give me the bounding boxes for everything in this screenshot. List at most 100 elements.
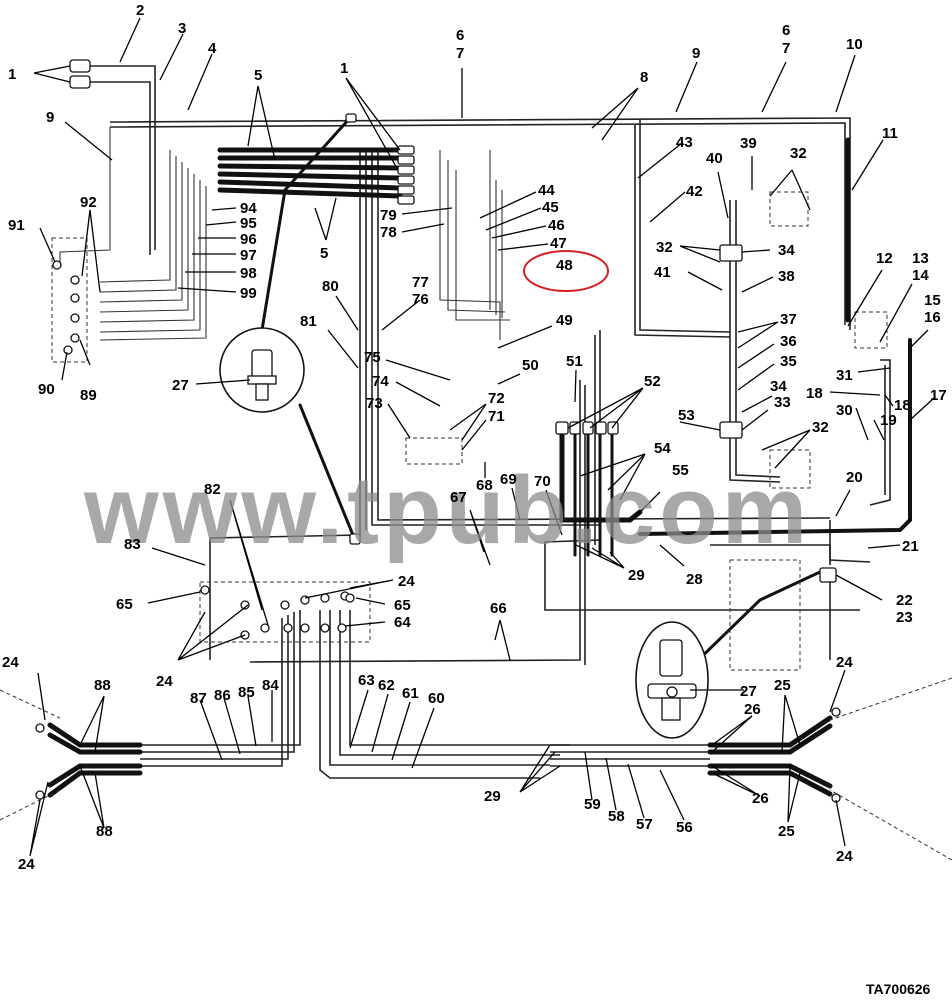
callout-label: 30: [836, 402, 853, 419]
callout-label: 57: [636, 816, 653, 833]
callout-label: 97: [240, 247, 257, 264]
callout-label: 32: [656, 239, 673, 256]
callout-label: 29: [484, 788, 501, 805]
callout-label: 53: [678, 407, 695, 424]
callout-labels: 1 2 3 4 5 9 6 7 8 9 6 7 10 11 91 92 94 9…: [2, 2, 947, 873]
callout-label: 75: [364, 349, 381, 366]
callout-label: 37: [780, 311, 797, 328]
callout-label: 44: [538, 182, 555, 199]
callout-label: 86: [214, 687, 231, 704]
callout-label: 32: [790, 145, 807, 162]
watermark: www.tpub.com: [83, 457, 811, 564]
callout-label: 27: [740, 683, 757, 700]
callout-label: 55: [672, 462, 689, 479]
callout-label: 32: [812, 419, 829, 436]
callout-label: 36: [780, 333, 797, 350]
callout-label: 7: [782, 40, 790, 57]
callout-label: 9: [692, 45, 700, 62]
callout-label: 90: [38, 381, 55, 398]
callout-label: 28: [686, 571, 703, 588]
highlight-circle: [523, 250, 609, 292]
callout-label: 96: [240, 231, 257, 248]
callout-label: 59: [584, 796, 601, 813]
callout-label: 62: [378, 677, 395, 694]
callout-label: 4: [208, 40, 217, 57]
callout-label: 31: [836, 367, 853, 384]
hydraulic-hoses: [47, 116, 912, 798]
callout-label: 24: [398, 573, 415, 590]
inset-detail-upper: [219, 327, 305, 413]
callout-label: 63: [358, 672, 375, 689]
callout-label: 38: [778, 268, 795, 285]
callout-label: 16: [924, 309, 941, 326]
callout-label: 20: [846, 469, 863, 486]
callout-label: 39: [740, 135, 757, 152]
callout-label: 98: [240, 265, 257, 282]
callout-label: 7: [456, 45, 464, 62]
callout-label: 84: [262, 677, 279, 694]
callout-label: 51: [566, 353, 583, 370]
callout-label: 8: [640, 69, 648, 86]
callout-label: 5: [320, 245, 328, 262]
callout-label: 66: [490, 600, 507, 617]
callout-label: 24: [2, 654, 19, 671]
callout-label: 24: [156, 673, 173, 690]
callout-label: 6: [456, 27, 464, 44]
callout-label: 65: [394, 597, 411, 614]
callout-label: 24: [836, 848, 853, 865]
callout-label: 52: [644, 373, 661, 390]
callout-label: 34: [778, 242, 795, 259]
callout-label: 70: [534, 473, 551, 490]
callout-label: 92: [80, 194, 97, 211]
callout-label: 99: [240, 285, 257, 302]
callout-label: 15: [924, 292, 941, 309]
callout-label: 6: [782, 22, 790, 39]
callout-label: 21: [902, 538, 919, 555]
callout-label: 25: [774, 677, 791, 694]
callout-label: 1: [340, 60, 348, 77]
callout-label: 1: [8, 66, 16, 83]
callout-label: 71: [488, 408, 505, 425]
callout-label: 3: [178, 20, 186, 37]
callout-label: 2: [136, 2, 144, 19]
callout-label: 88: [94, 677, 111, 694]
callout-label: 9: [46, 109, 54, 126]
callout-label: 35: [780, 353, 797, 370]
callout-label: 10: [846, 36, 863, 53]
callout-label: 18: [806, 385, 823, 402]
callout-label: 79: [380, 207, 397, 224]
callout-label: 83: [124, 536, 141, 553]
callout-label: 14: [912, 267, 929, 284]
callout-label: 40: [706, 150, 723, 167]
callout-label: 22: [896, 592, 913, 609]
callout-label: 69: [500, 471, 517, 488]
callout-label: 73: [366, 395, 383, 412]
callout-label: 27: [172, 377, 189, 394]
callout-label: 87: [190, 690, 207, 707]
callout-label: 11: [882, 125, 898, 142]
callout-label: 72: [488, 390, 505, 407]
callout-label: 49: [556, 312, 573, 329]
callout-label: 76: [412, 291, 429, 308]
callout-label: 74: [372, 373, 389, 390]
tubing-network: [59, 65, 891, 779]
callout-label: 25: [778, 823, 795, 840]
callout-label: 43: [676, 134, 693, 151]
callout-label: 88: [96, 823, 113, 840]
callout-label: 33: [774, 394, 791, 411]
callout-label: 95: [240, 215, 257, 232]
callout-label: 13: [912, 250, 929, 267]
callout-label: 58: [608, 808, 625, 825]
callout-label: 78: [380, 224, 397, 241]
callout-label: 34: [770, 378, 787, 395]
callout-label: 94: [240, 200, 257, 217]
callout-label: 29: [628, 567, 645, 584]
callout-label: 68: [476, 477, 493, 494]
fittings: [35, 59, 841, 803]
callout-label: 54: [654, 440, 671, 457]
callout-label: 45: [542, 199, 559, 216]
leader-lines: [29, 17, 935, 857]
callout-label: 89: [80, 387, 97, 404]
callout-label: 50: [522, 357, 539, 374]
